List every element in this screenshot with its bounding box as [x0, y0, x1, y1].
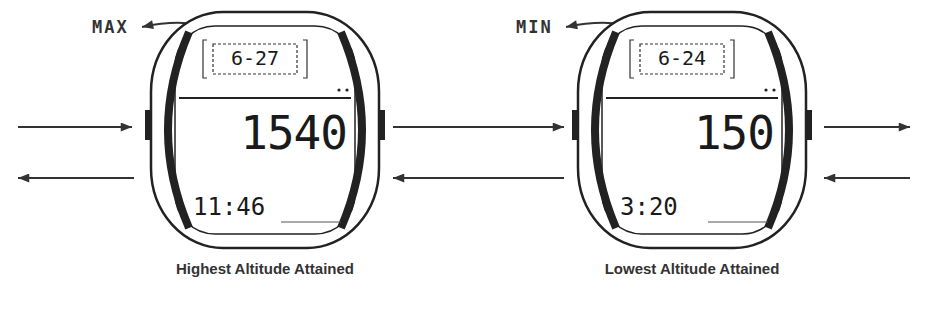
bezel-arc: [595, 32, 616, 228]
separator-line: [179, 97, 351, 99]
display-window: [602, 26, 782, 234]
date-readout: 6-27: [213, 46, 297, 70]
watch-case: [151, 12, 379, 248]
date-bracket: [630, 40, 734, 78]
flow-arrow: [18, 177, 134, 179]
date-frame: [640, 44, 724, 74]
segment-dot: [772, 88, 775, 91]
underline: [281, 222, 341, 223]
watch-face: 6-241503:20Lowest Altitude Attained: [572, 10, 812, 250]
segment-dot: [345, 88, 348, 91]
bezel-arc: [168, 32, 189, 228]
callout-label: MIN: [516, 17, 553, 37]
date-readout: 6-24: [640, 46, 724, 70]
segment-dot: [337, 88, 340, 91]
flow-arrow: [824, 177, 910, 179]
altitude-readout: 150: [694, 106, 774, 160]
segment-dot: [764, 88, 767, 91]
callout-label: MAX: [92, 17, 129, 37]
date-frame: [213, 44, 297, 74]
caption: Highest Altitude Attained: [176, 260, 354, 278]
separator-line: [606, 97, 778, 99]
caption: Lowest Altitude Attained: [605, 260, 780, 278]
watch-case: [578, 12, 806, 248]
watch-face: 6-27154011:46Highest Altitude Attained: [145, 10, 385, 250]
display-window: [175, 26, 355, 234]
time-readout: 11:46: [193, 193, 265, 221]
flow-arrow: [824, 126, 910, 128]
time-readout: 3:20: [620, 193, 678, 221]
underline: [708, 222, 768, 223]
date-bracket: [203, 40, 307, 78]
flow-arrow: [18, 126, 132, 128]
altitude-readout: 1540: [240, 106, 347, 160]
flow-arrow: [393, 177, 564, 179]
flow-arrow: [393, 126, 564, 128]
